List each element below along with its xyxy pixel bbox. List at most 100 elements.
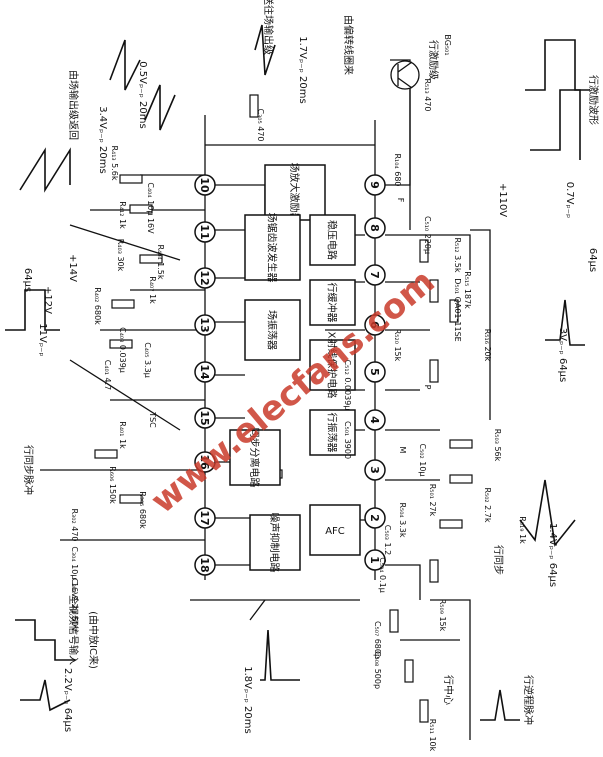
annotation-bottom-sync: 行同步 bbox=[492, 545, 505, 575]
waveform bbox=[19, 147, 71, 193]
pin-number: 10 bbox=[198, 177, 211, 193]
component-label: R₄₁₃ 5.6k bbox=[110, 145, 119, 180]
wire-segment bbox=[385, 234, 471, 270]
ic-pin: 10 bbox=[194, 174, 216, 196]
component-body bbox=[249, 94, 259, 118]
component-label: R₅₁₅ 187k bbox=[463, 271, 472, 309]
component-body bbox=[419, 699, 429, 723]
function-block-label: 行缓冲器 bbox=[326, 283, 339, 323]
ic-pin: 12 bbox=[194, 267, 216, 289]
ic-pin: 13 bbox=[194, 314, 216, 336]
component-label: R₅₀₄ 3.3k bbox=[398, 502, 407, 537]
ic-pin: 7 bbox=[364, 264, 386, 286]
pin-number: 2 bbox=[368, 514, 381, 522]
pin-number: 15 bbox=[198, 410, 211, 425]
waveform bbox=[15, 619, 75, 661]
function-block: 稳压电路 bbox=[309, 214, 356, 266]
component-body bbox=[404, 659, 414, 683]
ic-pin: 9 bbox=[364, 174, 386, 196]
ic-pin: 17 bbox=[194, 507, 216, 529]
component-body bbox=[94, 449, 118, 459]
waveform bbox=[109, 39, 141, 91]
component-body bbox=[449, 299, 459, 323]
pin-number: 12 bbox=[198, 270, 211, 285]
ic-pin: 5 bbox=[364, 361, 386, 383]
component-label: F bbox=[396, 198, 405, 203]
component-label: C₄₀₅ 3.3μ bbox=[143, 342, 152, 378]
ic-pin: 4 bbox=[364, 409, 386, 431]
ic-pin: 18 bbox=[194, 554, 216, 576]
component-label: R₄₀₃ 30k bbox=[116, 239, 125, 272]
transistor-symbol bbox=[390, 60, 420, 90]
pin-number: 4 bbox=[368, 416, 381, 424]
component-label: TSC bbox=[148, 411, 157, 428]
function-block-label: 场放大激励器 bbox=[288, 163, 301, 223]
component-label: R₄₁₂ 1k bbox=[118, 201, 127, 229]
annotation-bottom-hcenter: 行中心 bbox=[442, 675, 455, 705]
ic-pin: 14 bbox=[194, 361, 216, 383]
component-label: R₄₀₂ 680k bbox=[93, 287, 102, 325]
wire-segment bbox=[430, 599, 471, 740]
component-body bbox=[109, 339, 133, 349]
function-block-label: 场锯齿波发生器 bbox=[266, 213, 279, 283]
waveform bbox=[530, 89, 581, 160]
component-label: C₃₀₅ 470 bbox=[256, 108, 265, 141]
component-body bbox=[449, 474, 473, 484]
component-label: R₃₀₅ 680k bbox=[138, 491, 147, 529]
component-label: R₅₀₂ 2.7k bbox=[483, 487, 492, 522]
component-label: C₅₀₂ 10μ bbox=[418, 443, 427, 476]
component-label: C₅₀₈ 500p bbox=[373, 651, 382, 689]
function-block: 行缓冲器 bbox=[309, 279, 356, 326]
waveform bbox=[20, 679, 71, 712]
function-block-label: 同步分离电路 bbox=[248, 428, 261, 488]
component-label: R₃₀₂ 470 bbox=[70, 509, 79, 542]
annotation-bottom-input2: (由中放IC来) bbox=[87, 611, 100, 669]
wire-segment bbox=[385, 564, 421, 600]
function-block-label: X射线保护电路 bbox=[326, 332, 339, 399]
annotation-bottom-flyback: 行逆程脉冲 bbox=[522, 675, 535, 725]
pin-number: 7 bbox=[368, 271, 381, 279]
component-label: P bbox=[423, 385, 432, 390]
function-block: AFC bbox=[309, 504, 361, 556]
component-label: C₅₀₄ 0.1μ bbox=[378, 557, 387, 593]
component-label: C₄₀₄ 10μ 16V bbox=[146, 182, 155, 234]
component-body bbox=[119, 174, 143, 184]
waveform bbox=[144, 84, 176, 131]
waveform bbox=[254, 24, 276, 76]
annotation-wave-d: 0.7Vₚ₋ₚ bbox=[564, 182, 575, 219]
component-body bbox=[389, 609, 399, 633]
annotation-bottom-22v: 2.2Vₚ₋ₚ 64μs bbox=[62, 668, 73, 732]
component-label: R₄₀₁ 1k bbox=[118, 421, 127, 449]
annotation-wave-e: 64μs bbox=[587, 248, 598, 272]
component-label: C₅₀₃ 1.2 bbox=[383, 525, 392, 555]
function-block-label: 噪声抑制电路 bbox=[268, 513, 281, 573]
component-label: R₅₀₃ 56k bbox=[493, 429, 502, 462]
component-label: R₄₀₇ 1k bbox=[148, 276, 157, 304]
component-body bbox=[429, 359, 439, 383]
component-label: C₃₀₂ 2.2μ 50V bbox=[70, 578, 79, 632]
component-label: R₆₀₆ 150k bbox=[108, 466, 117, 504]
component-label: R₅₀₁ 27k bbox=[428, 484, 437, 517]
ic-pin: 8 bbox=[364, 217, 386, 239]
component-body bbox=[439, 519, 463, 529]
component-label: R₅₂₀ 15k bbox=[393, 329, 402, 362]
wire-segment bbox=[409, 79, 415, 230]
component-label: C₅₁₀ 220μ bbox=[423, 216, 432, 254]
component-label: C₄₀₈ 0.039μ bbox=[118, 327, 127, 373]
component-label: C₅₀₁ 3900 bbox=[343, 421, 352, 459]
function-block-label: 行振荡器 bbox=[326, 413, 339, 453]
wire-segment bbox=[470, 229, 491, 420]
waveform bbox=[260, 629, 300, 681]
component-label: D₅₀₁ QA01-11SE bbox=[453, 278, 462, 341]
function-block: 场锯齿波发生器 bbox=[244, 213, 301, 283]
component-label: C₄₀₁ 4.7 bbox=[103, 360, 112, 390]
waveform bbox=[525, 39, 590, 91]
pin-number: 3 bbox=[368, 466, 381, 474]
component-body bbox=[119, 494, 143, 504]
function-block: 场振荡器 bbox=[244, 299, 301, 361]
pin-number: 17 bbox=[198, 510, 211, 525]
